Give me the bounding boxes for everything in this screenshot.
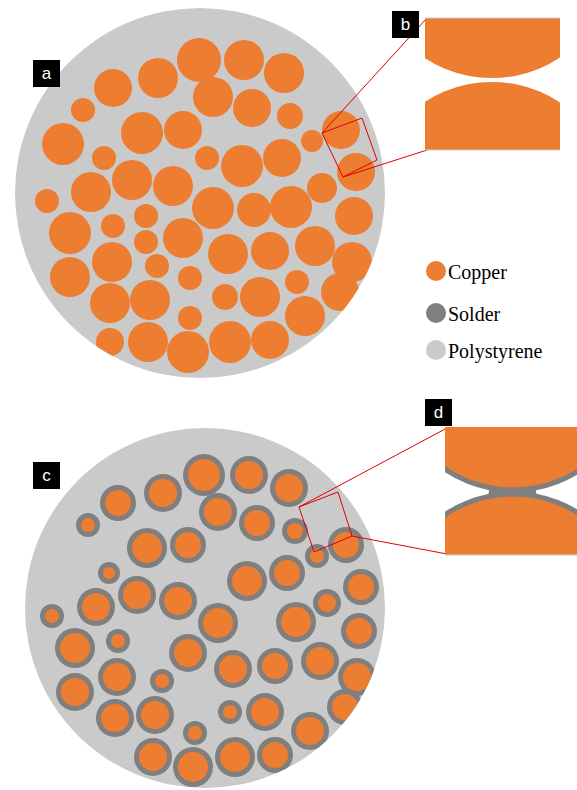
zoom-region — [299, 492, 352, 552]
copper-particles — [35, 38, 375, 373]
panel-letter: c — [42, 467, 51, 484]
panel-label: d — [425, 399, 452, 426]
panel-label: a — [33, 60, 60, 87]
legend-swatch — [426, 340, 446, 360]
legend-swatch — [426, 303, 446, 323]
coated-copper-particles — [40, 454, 379, 787]
panel-letter: d — [434, 404, 443, 421]
inset-edge — [425, 150, 560, 151]
polystyrene-matrix — [25, 428, 385, 788]
panel-label: c — [33, 462, 60, 489]
panel-letter: b — [401, 16, 410, 33]
panel-letter: a — [42, 65, 51, 82]
solder-joint-inset — [445, 427, 577, 555]
inset-edge — [425, 18, 560, 19]
legend-label: Polystyrene — [448, 341, 542, 361]
inset-edge — [445, 555, 577, 556]
zoom-leader — [343, 150, 427, 177]
zoom-region — [322, 118, 377, 177]
zoom-leader — [299, 428, 447, 507]
legend-label: Copper — [448, 262, 507, 282]
zoom-leader — [352, 536, 447, 554]
polystyrene-matrix — [15, 8, 385, 378]
copper-contact-inset — [425, 18, 560, 150]
legend-label: Solder — [448, 304, 500, 324]
legend-swatch — [426, 261, 446, 281]
panel-label: b — [392, 11, 419, 38]
